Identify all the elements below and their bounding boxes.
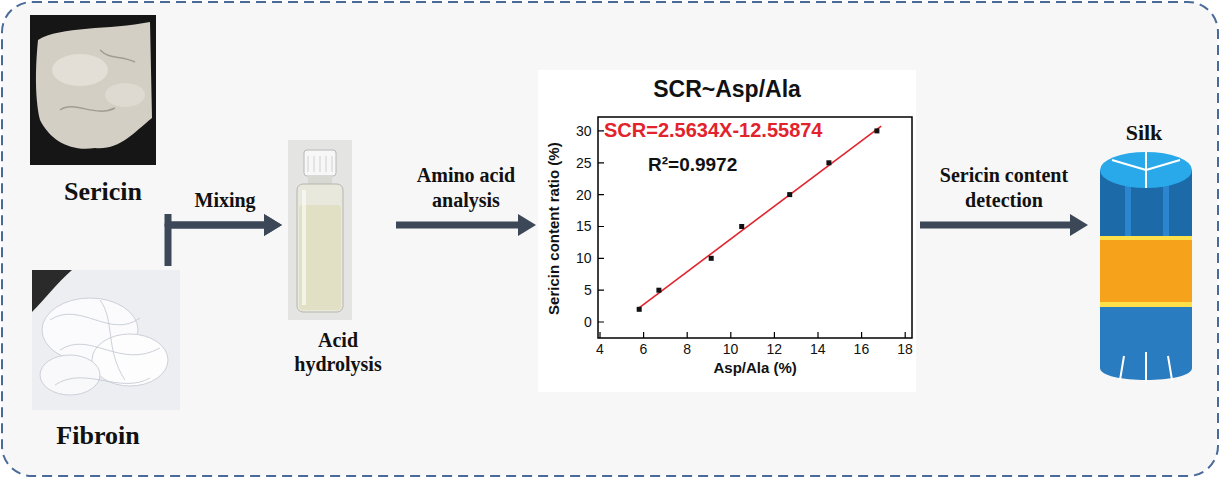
data-point xyxy=(739,224,744,229)
fibroin-photo xyxy=(32,270,180,410)
tick-label: 5 xyxy=(584,282,592,298)
tick-label: 10 xyxy=(723,341,739,357)
panel-label: Sericin xyxy=(28,176,178,207)
y-tick xyxy=(598,131,604,322)
data-point xyxy=(709,256,714,261)
tick-label: 10 xyxy=(576,250,592,266)
vial-neck xyxy=(308,176,332,184)
tick-label: 16 xyxy=(854,341,870,357)
tick-label: 18 xyxy=(897,341,913,357)
x-tick xyxy=(600,332,905,338)
tick-label: 20 xyxy=(576,187,592,203)
tick-label: 30 xyxy=(576,123,592,139)
vial-cap xyxy=(304,150,336,176)
panel-label: SCR~Asp/Ala xyxy=(536,76,918,104)
axis-title: Sericin content ratio (%) xyxy=(544,142,561,315)
fiber-strand xyxy=(50,300,160,385)
fiber-tuft xyxy=(92,334,168,386)
cap-ridge xyxy=(308,156,332,172)
panel-label: Acid hydrolysis xyxy=(282,328,394,376)
arrow-head xyxy=(264,214,282,236)
sericin-photo xyxy=(30,15,156,165)
plot-frame xyxy=(598,117,912,338)
flow-arrow xyxy=(920,214,1088,236)
data-point xyxy=(637,307,642,312)
arrow-label: Sericin content detection xyxy=(920,163,1088,213)
fiber-tuft xyxy=(40,355,100,395)
tick-label: 8 xyxy=(683,341,691,357)
data-point xyxy=(874,128,879,133)
figure-panel: Fibroin xyxy=(28,266,188,462)
arrow-head xyxy=(264,214,282,236)
silk-split xyxy=(1120,352,1172,382)
photo-ground xyxy=(30,15,156,165)
silk-illustration xyxy=(1100,152,1192,382)
arrow-head xyxy=(518,214,536,236)
chart-annotation: SCR=2.5634X-12.55874 xyxy=(604,119,823,142)
silk-sericin-band xyxy=(1100,238,1192,304)
figure-panel: Acid hydrolysis xyxy=(282,136,396,388)
arrow-shaft xyxy=(168,225,266,266)
figure-panel: Silk xyxy=(1088,116,1202,388)
tick-label: 25 xyxy=(576,155,592,171)
photo-ground xyxy=(288,140,352,320)
tick-label: 0 xyxy=(584,314,592,330)
axis-title: Asp/Ala (%) xyxy=(714,359,797,376)
arrow-head xyxy=(1070,214,1088,236)
arrow-label: Amino acid analysis xyxy=(399,163,534,213)
data-point xyxy=(787,192,792,197)
powder-highlight xyxy=(105,83,145,107)
sericin-edge xyxy=(1100,302,1192,307)
silk-top xyxy=(1100,152,1192,188)
vial-photo xyxy=(288,140,352,320)
panel-label: Silk xyxy=(1088,120,1200,146)
flow-arrow xyxy=(396,214,536,236)
tick-label: 14 xyxy=(810,341,826,357)
arrow-label: Mixing xyxy=(195,188,256,213)
arrow-shaft xyxy=(396,222,520,229)
silk-split xyxy=(1112,152,1180,188)
arrow-shaft xyxy=(920,222,1072,229)
data-point xyxy=(656,288,661,293)
tick-label: 6 xyxy=(640,341,648,357)
glass-highlight xyxy=(302,190,306,305)
photo-ground xyxy=(32,270,180,410)
chart-ground xyxy=(538,70,916,392)
tick-label: 12 xyxy=(766,341,782,357)
tick-label: 15 xyxy=(576,218,592,234)
data-point xyxy=(826,160,831,165)
powder xyxy=(36,22,152,149)
powder-highlight xyxy=(52,54,108,86)
scatter-chart xyxy=(538,70,916,392)
vial-body xyxy=(297,184,343,312)
chart-annotation: R²=0.9972 xyxy=(648,154,737,176)
powder-crack xyxy=(60,50,135,111)
fit-line xyxy=(637,126,881,309)
panel-label: Fibroin xyxy=(28,420,168,451)
figure-panel: Sericin xyxy=(28,12,180,214)
tick-label: 4 xyxy=(596,341,604,357)
flow-arrow xyxy=(168,214,282,266)
